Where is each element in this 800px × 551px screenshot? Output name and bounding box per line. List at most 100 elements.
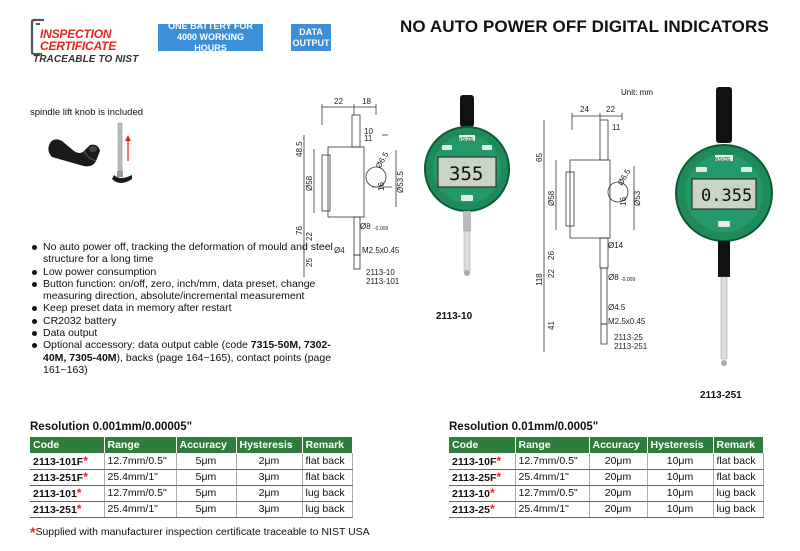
col-remark: Remark [302, 437, 353, 453]
table-row: 2113-10F* 12.7mm/0.5" 20μm 10μm flat bac… [449, 453, 764, 470]
inspection-certificate-logo: INSPECTION CERTIFICATE [30, 18, 132, 56]
model-label-2113-251: 2113-251 [700, 390, 742, 401]
dim-18: 18 [362, 97, 371, 106]
col-hysteresis: Hysteresis [647, 437, 714, 453]
cell-code: 2113-25F* [449, 469, 516, 486]
spec-table-right: Code Range Accuracy Hysteresis Remark 21… [449, 437, 764, 518]
drawing-label-2113-10: 2113-10 [366, 268, 395, 277]
cell-hysteresis: 2μm [236, 453, 303, 470]
battery-badge: ONE BATTERY FOR 4000 WORKING HOURS [158, 21, 263, 53]
spindle-knob-icon [48, 122, 132, 183]
cell-remark: flat back [302, 453, 353, 470]
cell-range: 12.7mm/0.5" [515, 485, 590, 502]
cell-accuracy: 5μm [176, 469, 237, 486]
cell-remark: flat back [713, 469, 764, 486]
col-code: Code [30, 437, 105, 453]
cell-hysteresis: 10μm [647, 501, 714, 518]
cell-remark: lug back [302, 501, 353, 518]
cell-hysteresis: 2μm [236, 485, 303, 502]
dim-r-22: 22 [606, 105, 615, 114]
feature-item-accessory: Optional accessory: data output cable (c… [30, 339, 350, 376]
cell-accuracy: 5μm [176, 453, 237, 470]
footnote-star: * [30, 524, 36, 540]
cell-accuracy: 20μm [589, 453, 648, 470]
dim-r-53: Ø53 [633, 190, 642, 206]
cell-range: 12.7mm/0.5" [515, 453, 590, 470]
dim-53-5: Ø53.5 [396, 171, 405, 193]
table-header-row: Code Range Accuracy Hysteresis Remark [30, 437, 353, 453]
star-mark: * [489, 502, 495, 516]
dim-8-tol: -0.009 [374, 226, 388, 232]
star-mark: * [496, 470, 502, 484]
cell-hysteresis: 3μm [236, 501, 303, 518]
technical-drawing-2113-25: 24 22 11 65 Ø58 Ø6.5 16 Ø53 Ø14 26 Ø8 -0… [535, 105, 648, 352]
cell-hysteresis: 10μm [647, 453, 714, 470]
table-row: 2113-25F* 25.4mm/1" 20μm 10μm flat back [449, 469, 764, 486]
indicator-display-value-right: 0.355 [701, 186, 752, 206]
cell-code: 2113-25* [449, 501, 516, 518]
feature-item: No auto power off, tracking the deformat… [30, 241, 350, 266]
data-output-badge: DATA OUTPUT [291, 24, 331, 51]
table-row: 2113-101* 12.7mm/0.5" 5μm 2μm lug back [30, 485, 353, 502]
accessory-codes: 7315-50M, 7302-40M, 7305-40M [43, 339, 331, 364]
cell-hysteresis: 10μm [647, 485, 714, 502]
certificate-frame-icon [30, 18, 44, 56]
col-remark: Remark [713, 437, 764, 453]
cell-accuracy: 5μm [176, 501, 237, 518]
feature-item: Keep preset data in memory after restart [30, 302, 350, 314]
cell-code: 2113-251* [30, 501, 105, 518]
dim-4: Ø4 [334, 246, 345, 255]
indicator-2113-251-photo: INSIZE 0.355 [675, 87, 773, 366]
dim-r-4-5: Ø4.5 [608, 303, 626, 312]
cell-range: 25.4mm/1" [515, 469, 590, 486]
dim-10: 10 [364, 127, 373, 136]
table-row: 2113-101F* 12.7mm/0.5" 5μm 2μm flat back [30, 453, 353, 470]
col-range: Range [515, 437, 590, 453]
table-row: 2113-251* 25.4mm/1" 5μm 3μm lug back [30, 501, 353, 518]
spindle-lift-knob-image [40, 121, 150, 191]
dim-r-26: 26 [547, 251, 556, 260]
dim-11: 11 [364, 134, 373, 143]
cell-range: 25.4mm/1" [104, 469, 177, 486]
cell-range: 12.7mm/0.5" [104, 453, 177, 470]
star-mark: * [83, 453, 88, 468]
feature-item: CR2032 battery [30, 315, 350, 327]
cell-range: 25.4mm/1" [104, 501, 177, 518]
dim-8: Ø8 [360, 222, 371, 231]
traceable-label: TRACEABLE TO NIST [33, 54, 139, 65]
resolution-title-right: Resolution 0.01mm/0.0005" [449, 421, 599, 433]
brand-text-right: INSIZE [713, 157, 731, 163]
page-title: NO AUTO POWER OFF DIGITAL INDICATORS [400, 17, 769, 36]
cell-code: 2113-10F* [449, 453, 516, 470]
cell-hysteresis: 3μm [236, 469, 303, 486]
col-accuracy: Accuracy [176, 437, 237, 453]
accessory-suffix: ), backs (page 164~165), contact points … [43, 351, 332, 376]
cell-remark: lug back [713, 501, 764, 518]
spec-table-left: Code Range Accuracy Hysteresis Remark 21… [30, 437, 353, 518]
footnote-text: Supplied with manufacturer inspection ce… [35, 526, 370, 538]
cell-code: 2113-251F* [30, 469, 105, 486]
cell-code: 2113-10* [449, 485, 516, 502]
col-range: Range [104, 437, 177, 453]
indicator-display-value: 355 [449, 163, 483, 185]
dim-m2-5: M2.5x0.45 [362, 246, 400, 255]
certificate-text-line1: INSPECTION [40, 27, 112, 41]
cell-remark: lug back [713, 485, 764, 502]
table-header-row: Code Range Accuracy Hysteresis Remark [449, 437, 764, 453]
indicator-2113-10-photo: INSIZE 355 [424, 95, 510, 276]
dim-r-58: Ø58 [547, 190, 556, 206]
cell-accuracy: 20μm [589, 501, 648, 518]
dim-48-5: 48.5 [296, 141, 304, 157]
drawing-label-2113-101: 2113-101 [366, 277, 400, 286]
cell-remark: lug back [302, 485, 353, 502]
table-row: 2113-251F* 25.4mm/1" 5μm 3μm flat back [30, 469, 353, 486]
dim-r-11: 11 [612, 123, 621, 132]
table-row: 2113-25* 25.4mm/1" 20μm 10μm lug back [449, 501, 764, 518]
dim-22: 22 [334, 97, 343, 106]
knob-label: spindle lift knob is included [30, 107, 144, 118]
star-mark: * [83, 470, 88, 484]
dim-r-22b: 22 [547, 269, 556, 278]
table-row: 2113-10* 12.7mm/0.5" 20μm 10μm lug back [449, 485, 764, 502]
cell-accuracy: 20μm [589, 469, 648, 486]
star-mark: * [76, 502, 82, 516]
